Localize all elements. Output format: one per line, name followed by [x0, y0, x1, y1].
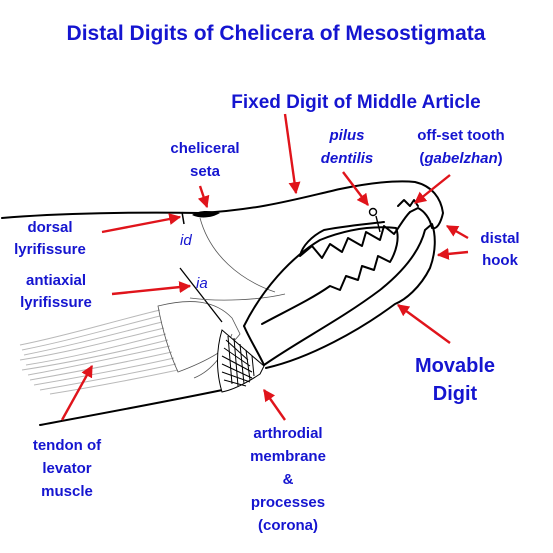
label-pilus-1: pilus — [328, 127, 364, 144]
arrow-cheliceral-seta — [197, 185, 210, 209]
label-dorsal-1: dorsal — [27, 219, 72, 236]
lower-body-outline — [39, 387, 233, 426]
label-fixed-digit: Fixed Digit of Middle Article — [231, 92, 480, 113]
fixed-digit-teeth — [299, 211, 411, 259]
label-movable-1: Movable — [415, 355, 495, 377]
label-distal-2: hook — [482, 252, 518, 269]
label-pilus-2: dentilis — [321, 150, 374, 167]
label-ia: ia — [196, 275, 208, 292]
arrow-arthrodial — [263, 389, 286, 421]
movable-digit-inner — [243, 226, 399, 327]
arrow-tendon — [60, 364, 94, 421]
arrow-dorsal — [101, 213, 182, 234]
diagram-title: Distal Digits of Chelicera of Mesostigma… — [67, 22, 486, 45]
arrow-movable-digit — [397, 304, 451, 344]
label-tendon-1: tendon of — [33, 437, 102, 454]
internal-line-1 — [199, 217, 276, 293]
arrow-offset-tooth — [414, 174, 451, 204]
label-movable-2: Digit — [433, 383, 478, 405]
label-cheliceral-2: seta — [190, 163, 221, 180]
pilus-dentilis — [368, 207, 378, 217]
internal-line-2 — [189, 293, 286, 301]
arrow-antiaxial — [111, 281, 192, 296]
arrow-distal-hook-1 — [445, 224, 469, 240]
movable-digit-outline — [263, 223, 436, 369]
pointer-arrows — [60, 113, 469, 421]
cheliceral-seta — [192, 210, 220, 218]
antiaxial-lyrifissure-mark — [179, 267, 223, 323]
label-arthrodial-1: arthrodial — [253, 425, 322, 442]
label-arthrodial-5: (corona) — [258, 517, 318, 534]
arrow-pilus — [342, 171, 369, 206]
label-tendon-3: muscle — [41, 483, 93, 500]
label-arthrodial-3: & — [283, 471, 294, 488]
label-arthrodial-4: processes — [251, 494, 325, 511]
label-antiaxial-2: lyrifissure — [20, 294, 92, 311]
arrow-distal-hook-2 — [436, 247, 469, 260]
dorsal-lyrifissure-mark — [181, 211, 185, 225]
label-offset-2: (gabelzhan) — [419, 150, 502, 167]
label-distal-1: distal — [480, 230, 519, 247]
label-cheliceral-1: cheliceral — [170, 140, 239, 157]
tendon-fibres — [19, 309, 179, 395]
label-id: id — [180, 232, 192, 249]
label-antiaxial-1: antiaxial — [26, 272, 86, 289]
label-tendon-2: levator — [42, 460, 91, 477]
label-arthrodial-2: membrane — [250, 448, 326, 465]
arrow-fixed-digit — [283, 113, 301, 195]
movable-digit-body — [243, 325, 265, 366]
label-dorsal-2: lyrifissure — [14, 241, 86, 258]
arthrodial-corona — [217, 329, 265, 393]
label-offset-1: off-set tooth — [417, 127, 504, 144]
